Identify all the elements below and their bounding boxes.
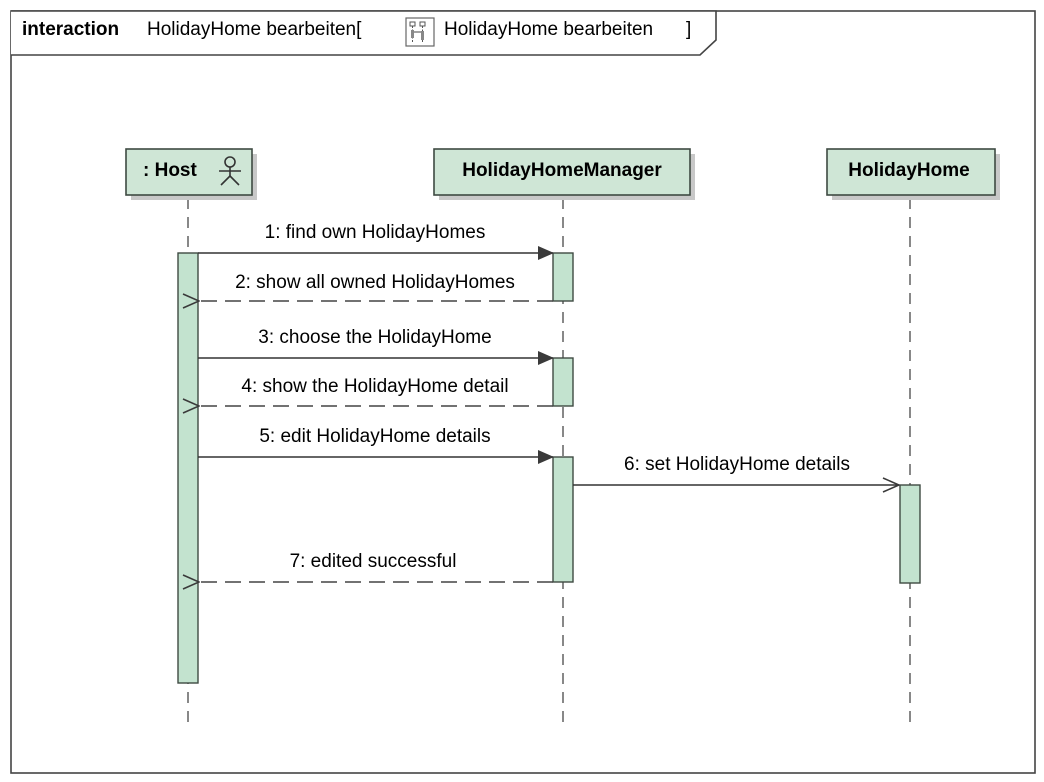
frame-ref-name: HolidayHome bearbeiten (444, 19, 653, 40)
message-7-label: 7: edited successful (290, 551, 457, 572)
interaction-ref-icon (405, 17, 435, 47)
lifeline-host-label: : Host (143, 160, 198, 181)
activation-manager-1 (552, 252, 574, 302)
message-3[interactable]: 3: choose the HolidayHome (198, 327, 554, 365)
frame-keyword: interaction (22, 19, 119, 40)
message-6[interactable]: 6: set HolidayHome details (573, 454, 899, 485)
actor-icon (219, 156, 241, 186)
message-1[interactable]: 1: find own HolidayHomes (198, 222, 554, 260)
lifeline-holidayhomemanager[interactable]: HolidayHomeManager (433, 148, 695, 200)
activation-host (177, 252, 199, 684)
message-5[interactable]: 5: edit HolidayHome details (198, 426, 554, 464)
message-3-label: 3: choose the HolidayHome (258, 327, 491, 348)
message-5-label: 5: edit HolidayHome details (259, 426, 490, 447)
lifeline-holidayhome[interactable]: HolidayHome (826, 148, 1000, 200)
frame-tab (11, 10, 717, 56)
message-2[interactable]: 2: show all owned HolidayHomes (199, 272, 553, 301)
message-4[interactable]: 4: show the HolidayHome detail (199, 376, 553, 406)
message-1-label: 1: find own HolidayHomes (265, 222, 486, 243)
frame-name: HolidayHome bearbeiten[ (147, 19, 362, 40)
message-4-label: 4: show the HolidayHome detail (241, 376, 508, 397)
lifeline-holidayhome-label: HolidayHome (848, 160, 969, 181)
activation-manager-3 (552, 456, 574, 583)
message-6-label: 6: set HolidayHome details (624, 454, 850, 475)
message-2-label: 2: show all owned HolidayHomes (235, 272, 515, 293)
message-7[interactable]: 7: edited successful (199, 551, 553, 582)
activation-holidayhome (899, 484, 921, 584)
frame-close-bracket: ] (686, 19, 691, 40)
lifeline-manager-label: HolidayHomeManager (462, 160, 662, 181)
lifeline-host[interactable]: : Host (125, 148, 257, 200)
interaction-frame (10, 10, 1036, 774)
activation-manager-2 (552, 357, 574, 407)
